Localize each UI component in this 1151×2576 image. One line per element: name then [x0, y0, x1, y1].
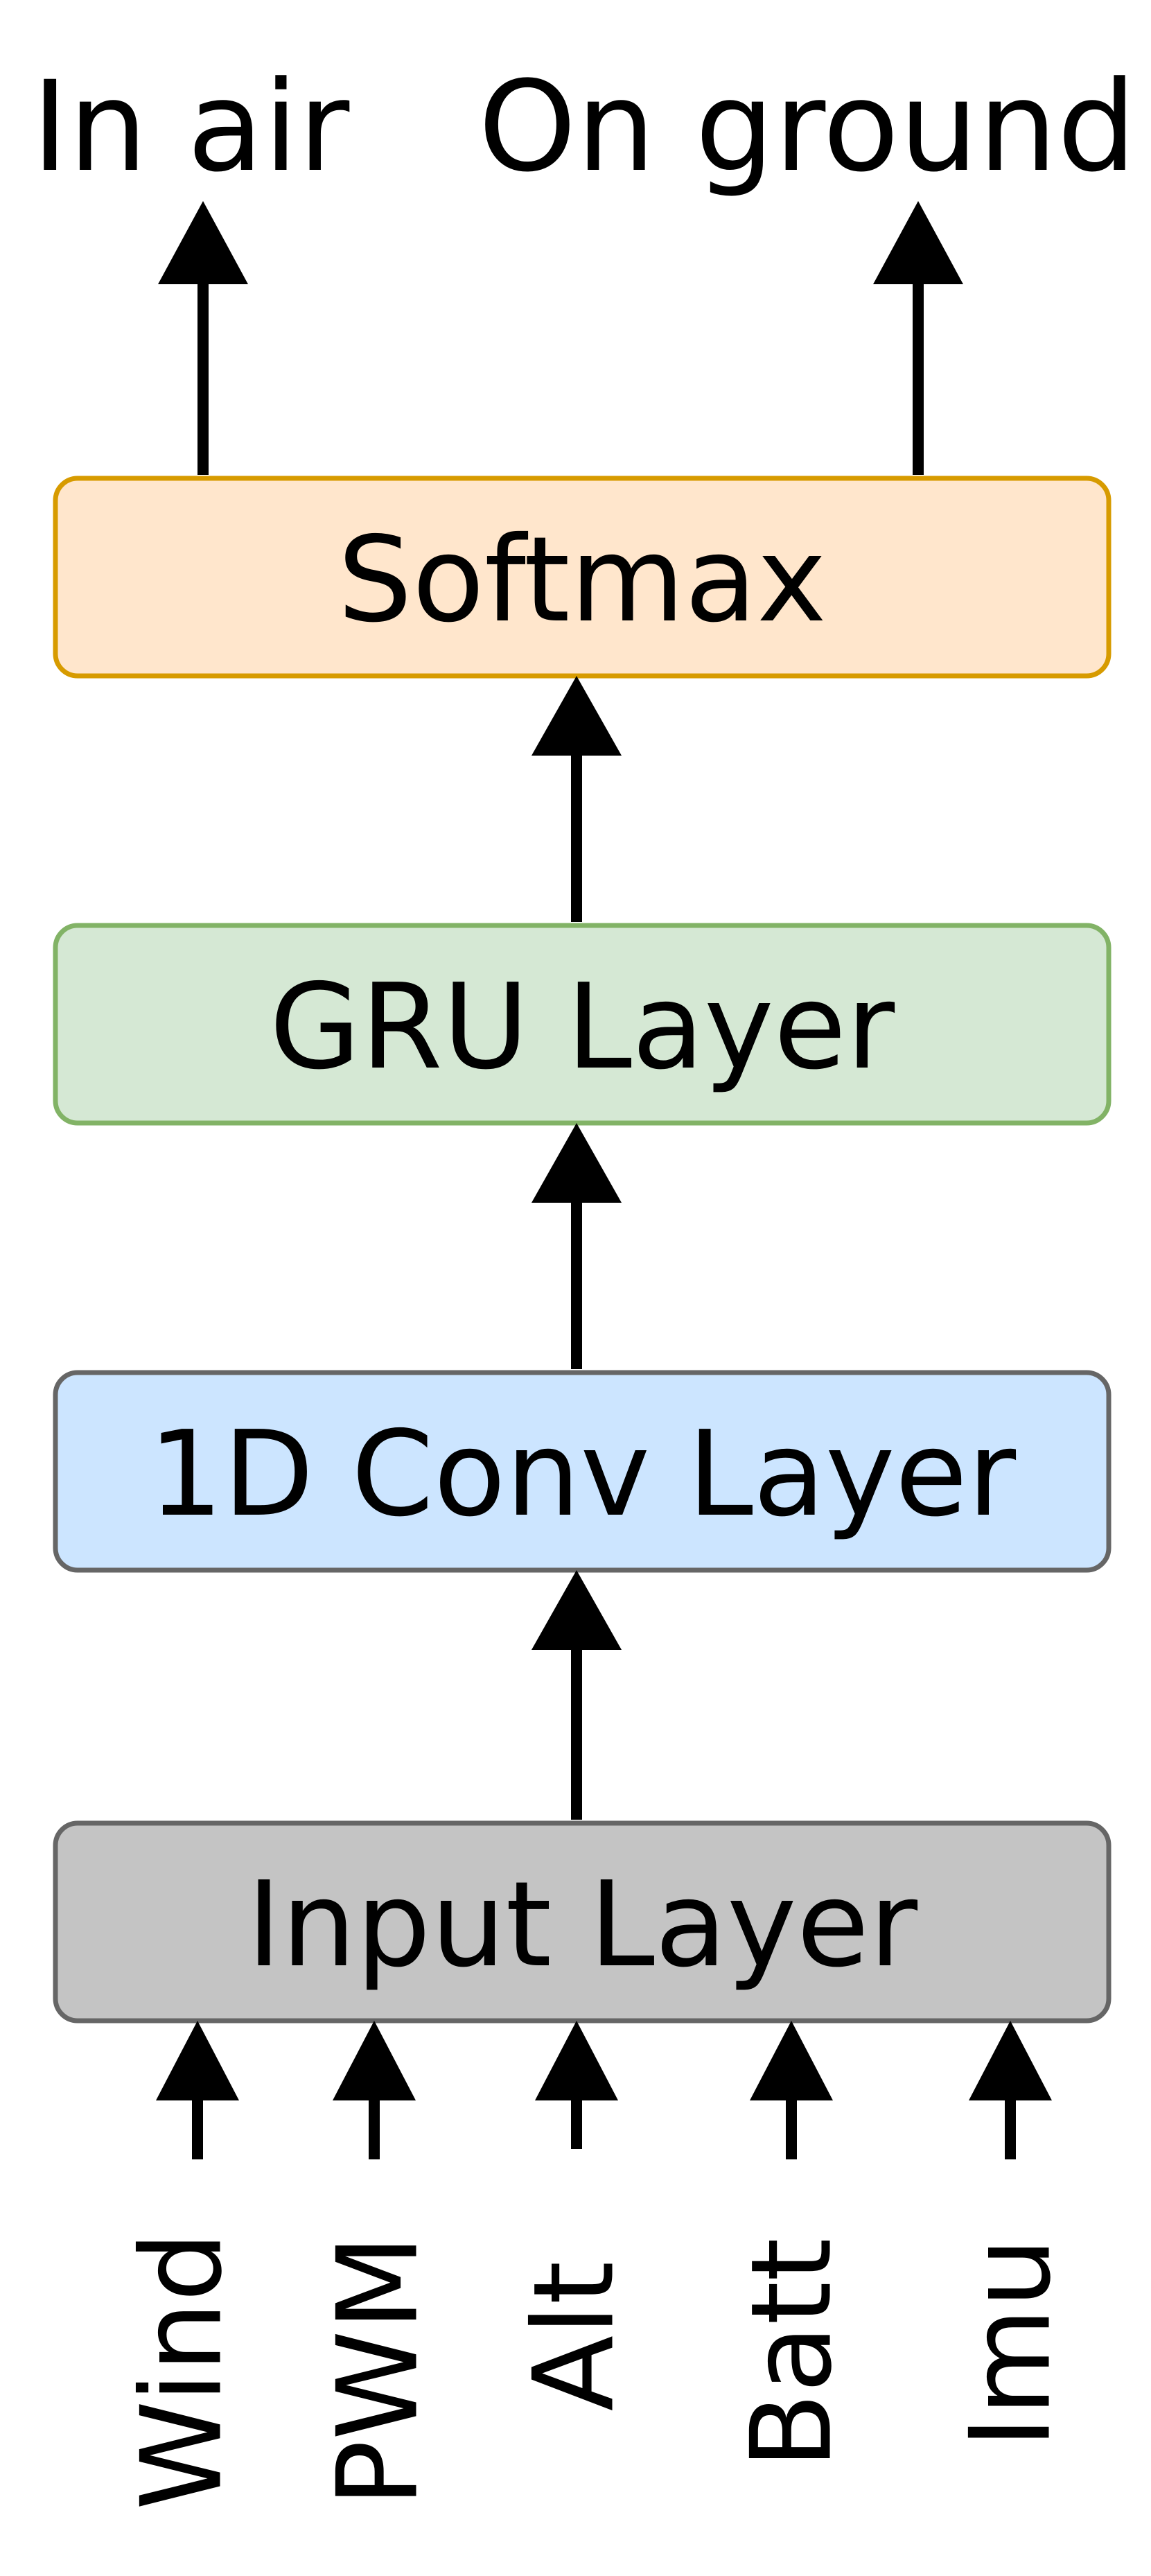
output-label-in-air: In air: [32, 55, 350, 200]
gru-label: GRU Layer: [270, 959, 895, 1096]
softmax-box: [53, 476, 1112, 679]
gru-layer: GRU Layer: [53, 923, 1112, 1126]
output-label-on-ground: On ground: [478, 55, 1136, 200]
input-feature-batt: Batt: [727, 2238, 856, 2469]
input-arrow-imu: [969, 2021, 1052, 2159]
input-arrow-alt: [535, 2021, 618, 2149]
conv-layer: 1D Conv Layer: [53, 1370, 1112, 1573]
arrow-conv-to-gru: [531, 1123, 622, 1369]
softmax-label: Softmax: [337, 512, 827, 649]
input-feature-wind: Wind: [117, 2231, 247, 2510]
input-arrow-pwm: [333, 2021, 416, 2159]
input-arrow-batt: [750, 2021, 833, 2159]
softmax-layer: Softmax: [53, 476, 1112, 679]
output-arrow-in-air: [158, 201, 248, 475]
output-arrow-on-ground: [873, 201, 963, 475]
input-feature-imu: Imu: [946, 2238, 1075, 2448]
input-feature-pwm: PWM: [313, 2235, 443, 2507]
input-layer: Input Layer: [53, 1820, 1112, 2024]
input-box: [53, 1820, 1112, 2024]
input-arrow-wind: [156, 2021, 239, 2159]
arrow-gru-to-softmax: [531, 676, 622, 922]
input-label: Input Layer: [247, 1856, 917, 1994]
input-feature-alt: Alt: [509, 2261, 639, 2412]
arrow-input-to-conv: [531, 1570, 622, 1820]
conv-box: [53, 1370, 1112, 1573]
gru-box: [53, 923, 1112, 1126]
conv-label: 1D Conv Layer: [148, 1406, 1016, 1543]
